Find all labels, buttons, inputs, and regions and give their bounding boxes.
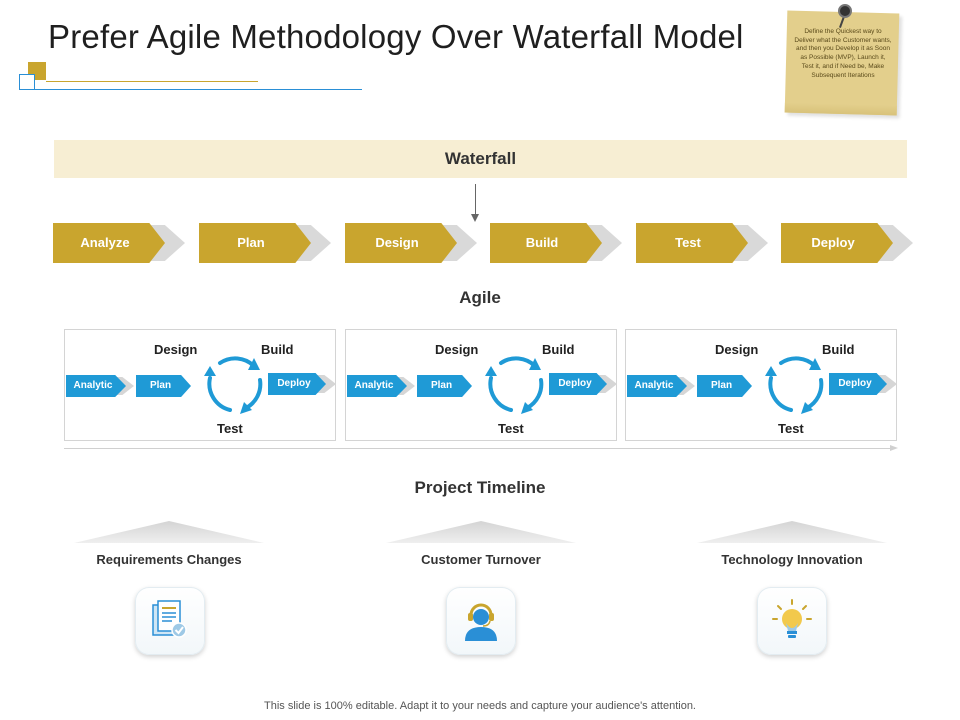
timeline-marker-1 [74,521,264,543]
technology-innovation-label: Technology Innovation [721,552,863,567]
arrow-right-icon [890,445,898,451]
cycle-arrows-icon [204,356,263,414]
step-label: Plan [417,375,472,397]
waterfall-step-deploy: Deploy [781,223,916,263]
step-label: Design [345,223,457,263]
agile-iteration-3: Design Build Test Analytic Plan Deploy [625,329,897,441]
step-label: Plan [697,375,752,397]
cycle-arrows-icon [765,356,824,414]
waterfall-step-analyze: Analyze [53,223,188,263]
step-label: Deploy [268,373,326,395]
iteration-analytic-step: Analytic [347,375,415,397]
iteration-design-label: Design [715,342,759,357]
step-label: Plan [199,223,311,263]
step-label: Analytic [627,375,687,397]
agile-iteration-1: Design Build Test Analytic Plan Deploy [64,329,336,441]
iteration-analytic-step: Analytic [66,375,134,397]
step-label: Test [636,223,748,263]
title-underline-blue [35,89,362,90]
iteration-deploy-step: Deploy [829,373,897,395]
footer-note: This slide is 100% editable. Adapt it to… [264,700,696,712]
timeline-marker-2 [386,521,576,543]
customer-turnover-card [446,587,516,655]
technology-innovation-card [757,587,827,655]
sticky-note-text: Define the Quickest way to Deliver what … [794,28,892,79]
iteration-build-label: Build [261,342,294,357]
iteration-design-label: Design [435,342,479,357]
lightbulb-icon [772,599,812,638]
waterfall-step-plan: Plan [199,223,334,263]
waterfall-step-design: Design [345,223,480,263]
agile-heading: Agile [459,288,501,307]
iteration-test-label: Test [217,421,243,436]
waterfall-banner: Waterfall [54,140,907,178]
slide-title: Prefer Agile Methodology Over Waterfall … [48,18,744,55]
agile-iteration-2: Design Build Test Analytic Plan Deploy [345,329,617,441]
arrow-down-icon [471,214,479,222]
iteration-test-label: Test [778,421,804,436]
iteration-build-label: Build [542,342,575,357]
timeline-arrow [64,448,892,449]
step-label: Analyze [53,223,165,263]
step-label: Build [490,223,602,263]
iteration-analytic-step: Analytic [627,375,695,397]
iteration-deploy-step: Deploy [549,373,617,395]
customer-turnover-label: Customer Turnover [421,552,541,567]
timeline-marker-3 [697,521,887,543]
step-label: Analytic [347,375,407,397]
step-label: Deploy [549,373,607,395]
iteration-plan-step: Plan [417,375,473,397]
cycle-arrows-icon [485,356,544,414]
sticky-note: Define the Quickest way to Deliver what … [784,4,900,116]
step-label: Plan [136,375,191,397]
waterfall-step-build: Build [490,223,625,263]
waterfall-down-arrow [475,184,476,216]
document-check-icon [152,600,187,638]
title-underline-gold [46,81,258,82]
project-timeline-heading: Project Timeline [414,478,546,497]
iteration-test-label: Test [498,421,524,436]
waterfall-step-test: Test [636,223,771,263]
title-decor-square-blue [19,74,35,90]
customer-support-icon [465,603,497,641]
requirements-changes-label: Requirements Changes [96,552,242,567]
iteration-design-label: Design [154,342,198,357]
iteration-plan-step: Plan [697,375,753,397]
step-label: Analytic [66,375,126,397]
step-label: Deploy [781,223,893,263]
iteration-build-label: Build [822,342,855,357]
iteration-deploy-step: Deploy [268,373,336,395]
pushpin-icon [838,4,852,18]
iteration-plan-step: Plan [136,375,192,397]
step-label: Deploy [829,373,887,395]
requirements-changes-card [135,587,205,655]
